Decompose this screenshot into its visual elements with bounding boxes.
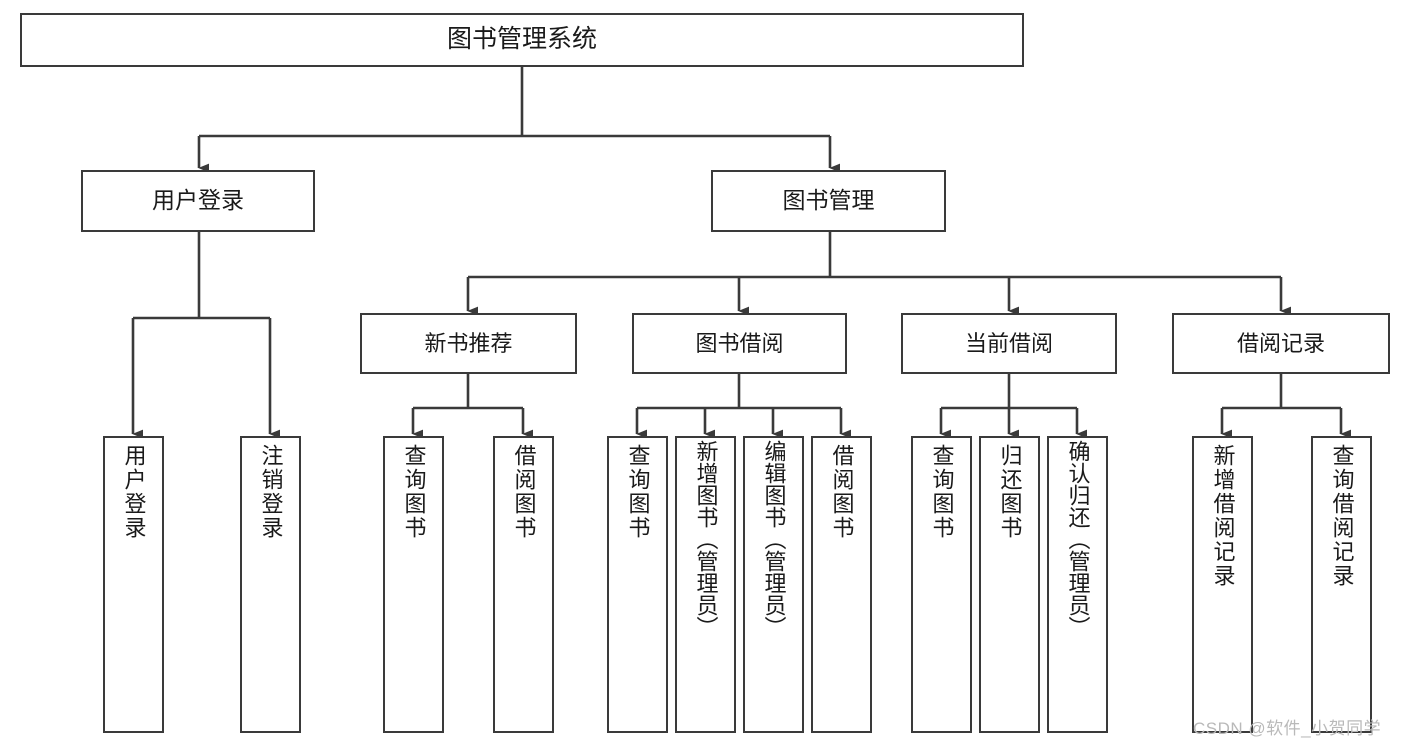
book-borrow-to-leaves-connectors <box>635 374 852 439</box>
node-label: 编辑图书（管理员） <box>761 440 787 638</box>
leaf-edit-book-admin[interactable]: 编辑图书（管理员） <box>743 436 804 733</box>
borrow-record-to-leaves-connectors <box>1220 374 1352 439</box>
node-user-login[interactable]: 用户登录 <box>81 170 315 232</box>
node-label: 借阅图书 <box>511 444 537 540</box>
node-label: 查询借阅记录 <box>1329 444 1355 588</box>
user-login-to-leaves-connectors <box>131 232 281 439</box>
node-book-management[interactable]: 图书管理 <box>711 170 946 232</box>
leaf-borrow-book[interactable]: 借阅图书 <box>811 436 872 733</box>
node-label: 借阅记录 <box>1236 330 1325 356</box>
node-label: 用户登录 <box>121 444 147 540</box>
node-label: 查询图书 <box>929 444 955 540</box>
leaf-add-borrow-record[interactable]: 新增借阅记录 <box>1192 436 1253 733</box>
node-current-borrow[interactable]: 当前借阅 <box>901 313 1117 374</box>
leaf-add-book-admin[interactable]: 新增图书（管理员） <box>675 436 736 733</box>
watermark-text: CSDN @软件_小贺同学 <box>1193 719 1382 738</box>
node-label: 图书管理 <box>782 187 875 214</box>
leaf-query-book-borrow[interactable]: 查询图书 <box>607 436 668 733</box>
node-label: 注销登录 <box>258 444 284 540</box>
leaf-query-book-current[interactable]: 查询图书 <box>911 436 972 733</box>
node-label: 新增借阅记录 <box>1210 444 1236 588</box>
leaf-logout[interactable]: 注销登录 <box>240 436 301 733</box>
leaf-query-book-recommend[interactable]: 查询图书 <box>383 436 444 733</box>
leaf-user-login[interactable]: 用户登录 <box>103 436 164 733</box>
node-label: 查询图书 <box>625 444 651 540</box>
book-manage-to-level3-connectors <box>466 232 1292 316</box>
new-book-recommend-to-leaves-connectors <box>411 374 534 439</box>
node-book-borrow[interactable]: 图书借阅 <box>632 313 847 374</box>
node-label: 用户登录 <box>152 187 244 214</box>
leaf-query-borrow-record[interactable]: 查询借阅记录 <box>1311 436 1372 733</box>
node-label: 新书推荐 <box>424 330 513 356</box>
node-label: 查询图书 <box>401 444 427 540</box>
node-label: 借阅图书 <box>829 444 855 540</box>
root-to-level2-connectors <box>197 67 841 173</box>
node-label: 图书管理系统 <box>446 25 597 54</box>
current-borrow-to-leaves-connectors <box>939 374 1088 439</box>
leaf-return-book[interactable]: 归还图书 <box>979 436 1040 733</box>
node-label: 新增图书（管理员） <box>693 440 719 638</box>
leaf-confirm-return-admin[interactable]: 确认归还（管理员） <box>1047 436 1108 733</box>
node-label: 当前借阅 <box>964 330 1053 356</box>
node-label: 图书借阅 <box>695 330 784 356</box>
node-label: 归还图书 <box>997 444 1023 540</box>
leaf-borrow-book-recommend[interactable]: 借阅图书 <box>493 436 554 733</box>
node-new-book-recommend[interactable]: 新书推荐 <box>360 313 577 374</box>
node-label: 确认归还（管理员） <box>1065 440 1091 638</box>
node-borrow-record[interactable]: 借阅记录 <box>1172 313 1390 374</box>
node-root-library-management-system[interactable]: 图书管理系统 <box>20 13 1024 67</box>
